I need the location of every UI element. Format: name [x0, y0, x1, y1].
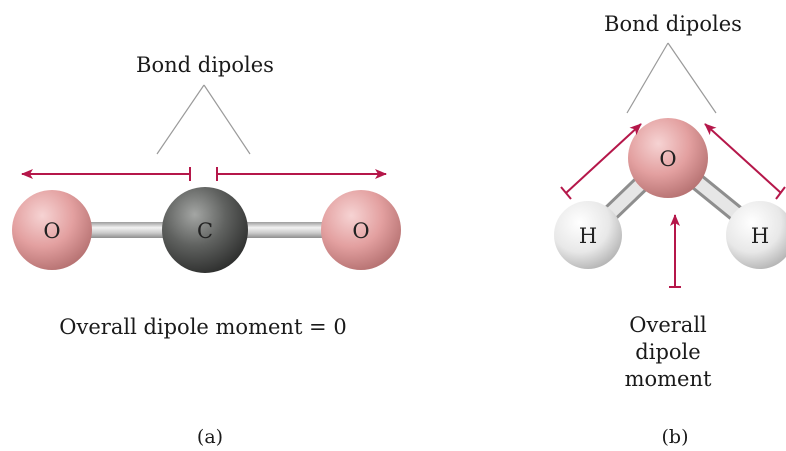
panel-b-atom-oxygen-label: O [659, 147, 676, 171]
panel-a-bond-dipoles-label: Bond dipoles [136, 53, 274, 77]
panel-a-atom-oxygen-left: O [12, 190, 92, 270]
panel-b-overall-dipole-arrow [669, 214, 681, 288]
panel-b-atom-oxygen: O [628, 118, 708, 198]
panel-b-pointer-line-left [626, 42, 669, 114]
panel-b-bond-dipoles-label: Bond dipoles [604, 12, 742, 36]
panel-a-pointer-line-left [156, 84, 205, 155]
panel-b-atom-hydrogen-left: H [554, 201, 622, 269]
panel-b-dipole-arrow-right [704, 123, 786, 200]
panel-a-overall-label: Overall dipole moment = 0 [59, 315, 346, 339]
panel-a-pointer-line-right [203, 84, 251, 155]
panel-b-pointer-line-right [667, 42, 717, 114]
panel-a-atom-carbon: C [162, 187, 248, 273]
panel-b-caption: (b) [662, 426, 689, 448]
panel-b: Bond dipoles H H O [554, 12, 786, 448]
panel-b-dipole-arrow-left [560, 123, 642, 200]
panel-a-caption: (a) [197, 426, 223, 448]
panel-b-atom-hydrogen-left-label: H [579, 224, 597, 248]
panel-b-atom-hydrogen-right: H [726, 201, 786, 269]
panel-a-dipole-arrow-left [21, 167, 191, 181]
panel-a: Bond dipoles O C O Overall dipole moment [12, 53, 401, 448]
panel-b-overall-label-line-2: dipole [635, 340, 700, 364]
panel-a-atom-carbon-label: C [197, 219, 213, 243]
panel-a-atom-oxygen-right-label: O [352, 219, 369, 243]
panel-b-overall-label-line-1: Overall [629, 313, 707, 337]
panel-a-atom-oxygen-left-label: O [43, 219, 60, 243]
panel-b-overall-label-line-3: moment [625, 367, 712, 391]
panel-a-atom-oxygen-right: O [321, 190, 401, 270]
panel-a-dipole-arrow-right [216, 167, 387, 181]
panel-b-atom-hydrogen-right-label: H [751, 224, 769, 248]
